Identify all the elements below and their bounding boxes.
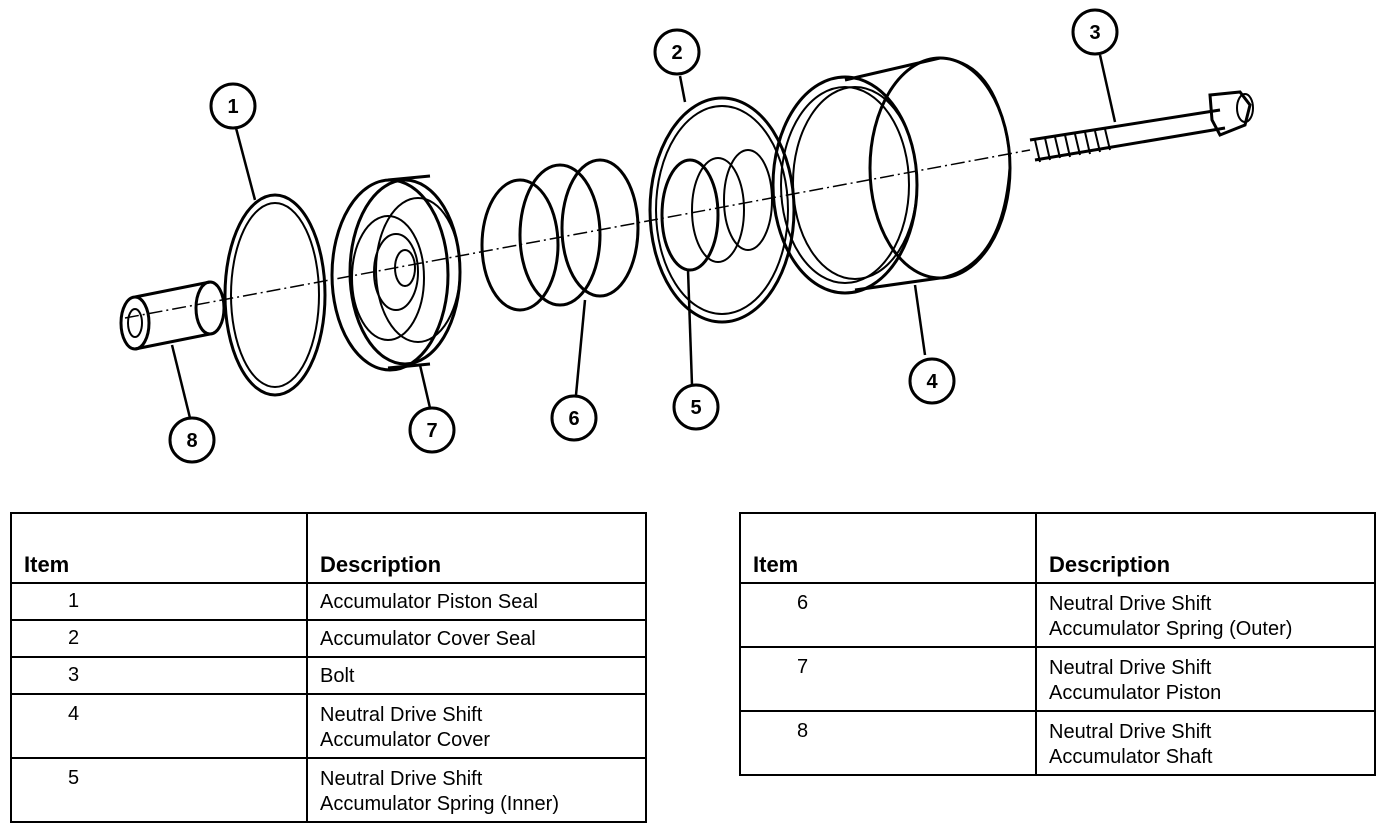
description-header: Description bbox=[1035, 512, 1376, 584]
callout-4: 4 bbox=[908, 357, 956, 405]
piston-seal-part bbox=[223, 193, 327, 397]
item-number: 7 bbox=[797, 656, 809, 678]
inner-spring-part bbox=[660, 149, 773, 272]
table-row: 1 Accumulator Piston Seal bbox=[10, 582, 647, 621]
table-row: 8 Neutral Drive Shift Accumulator Shaft bbox=[739, 710, 1376, 776]
svg-text:5: 5 bbox=[690, 397, 701, 419]
item-header: Item bbox=[10, 512, 308, 584]
item-number: 1 bbox=[68, 590, 80, 612]
item-description: Accumulator Cover Seal bbox=[320, 628, 536, 650]
table-row: 3 Bolt bbox=[10, 656, 647, 695]
table-header-row: Item Description bbox=[739, 512, 1376, 584]
item-description: Bolt bbox=[320, 665, 355, 687]
callout-2: 2 bbox=[653, 28, 701, 76]
callout-3: 3 bbox=[1071, 8, 1119, 56]
table-row: 6 Neutral Drive Shift Accumulator Spring… bbox=[739, 582, 1376, 648]
exploded-parts-diagram: 1 2 3 4 5 6 7 8 bbox=[119, 8, 1254, 464]
item-header: Item bbox=[739, 512, 1037, 584]
table-header-row: Item Description bbox=[10, 512, 647, 584]
center-axis-line bbox=[124, 149, 1031, 319]
accumulator-cover-part bbox=[771, 56, 1012, 295]
svg-text:3: 3 bbox=[1089, 22, 1100, 44]
svg-text:4: 4 bbox=[926, 371, 938, 393]
accumulator-shaft-part bbox=[119, 280, 226, 351]
item-number: 4 bbox=[68, 703, 80, 725]
callout-7: 7 bbox=[408, 406, 456, 454]
svg-text:6: 6 bbox=[568, 408, 579, 430]
svg-text:7: 7 bbox=[426, 420, 437, 442]
item-number: 6 bbox=[797, 592, 809, 614]
callout-1: 1 bbox=[209, 82, 257, 130]
item-number: 2 bbox=[68, 627, 80, 649]
table-row: 4 Neutral Drive Shift Accumulator Cover bbox=[10, 693, 647, 759]
item-description: Neutral Drive Shift Accumulator Shaft bbox=[1049, 721, 1213, 768]
table-row: 5 Neutral Drive Shift Accumulator Spring… bbox=[10, 757, 647, 823]
table-row: 2 Accumulator Cover Seal bbox=[10, 619, 647, 658]
callout-6: 6 bbox=[550, 394, 598, 442]
svg-text:8: 8 bbox=[186, 430, 197, 452]
item-number: 8 bbox=[797, 720, 809, 742]
item-description: Neutral Drive Shift Accumulator Spring (… bbox=[1049, 593, 1293, 640]
parts-table-right: Item Description 6 Neutral Drive Shift A… bbox=[739, 512, 1376, 776]
cover-seal-part bbox=[648, 96, 796, 324]
callout-5: 5 bbox=[672, 383, 720, 431]
svg-text:2: 2 bbox=[671, 42, 682, 64]
parts-table-left: Item Description 1 Accumulator Piston Se… bbox=[10, 512, 647, 823]
callout-8: 8 bbox=[168, 416, 216, 464]
item-description: Accumulator Piston Seal bbox=[320, 591, 538, 613]
item-description: Neutral Drive Shift Accumulator Cover bbox=[320, 704, 491, 751]
accumulator-piston-part bbox=[330, 174, 462, 372]
description-header: Description bbox=[306, 512, 647, 584]
outer-spring-part bbox=[480, 158, 640, 312]
item-number: 3 bbox=[68, 664, 80, 686]
svg-text:1: 1 bbox=[227, 96, 238, 118]
bolt-part bbox=[1029, 90, 1254, 163]
item-description: Neutral Drive Shift Accumulator Spring (… bbox=[320, 768, 559, 815]
item-description: Neutral Drive Shift Accumulator Piston bbox=[1049, 657, 1222, 704]
table-row: 7 Neutral Drive Shift Accumulator Piston bbox=[739, 646, 1376, 712]
item-number: 5 bbox=[68, 767, 80, 789]
